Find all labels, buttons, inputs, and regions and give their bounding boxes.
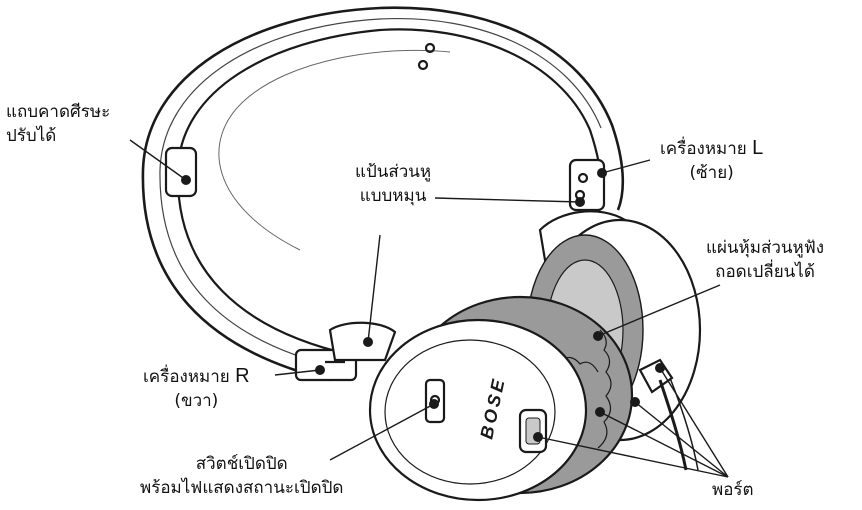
label-right-mark-text: เครื่องหมาย [143, 367, 230, 387]
label-ear-cushion-line2: ถอดเปลี่ยนได้ [706, 260, 824, 284]
label-switch-line2: พร้อมไฟแสดงสถานะเปิดปิด [140, 476, 343, 500]
label-headband-line1: แถบคาดศีรษะ [6, 100, 110, 124]
label-swivel-cup: แป้นส่วนหู แบบหมุน [355, 160, 431, 208]
label-ear-cushion-line1: แผ่นหุ้มส่วนหูฟัง [706, 236, 824, 260]
label-swivel-cup-line2: แบบหมุน [355, 184, 431, 208]
label-right-mark: เครื่องหมาย R (ขวา) [143, 364, 250, 413]
label-left-mark-line2: (ซ้าย) [660, 161, 763, 185]
label-switch-line1: สวิตช์เปิดปิด [140, 452, 343, 476]
label-right-mark-line1: เครื่องหมาย R [143, 364, 250, 389]
label-swivel-cup-line1: แป้นส่วนหู [355, 160, 431, 184]
label-headband: แถบคาดศีรษะ ปรับได้ [6, 100, 110, 148]
label-left-mark: เครื่องหมาย L (ซ้าย) [660, 136, 763, 185]
label-right-mark-letter: R [235, 365, 249, 387]
label-ports-text: พอร์ต [712, 478, 754, 502]
label-switch: สวิตช์เปิดปิด พร้อมไฟแสดงสถานะเปิดปิด [140, 452, 343, 500]
label-left-mark-line1: เครื่องหมาย L [660, 136, 763, 161]
label-ear-cushion: แผ่นหุ้มส่วนหูฟัง ถอดเปลี่ยนได้ [706, 236, 824, 284]
label-ports: พอร์ต [712, 478, 754, 502]
right-earcup [330, 297, 632, 500]
label-left-mark-letter: L [752, 137, 763, 159]
label-left-mark-text: เครื่องหมาย [660, 139, 747, 159]
label-right-mark-line2: (ขวา) [143, 389, 250, 413]
label-headband-line2: ปรับได้ [6, 124, 110, 148]
